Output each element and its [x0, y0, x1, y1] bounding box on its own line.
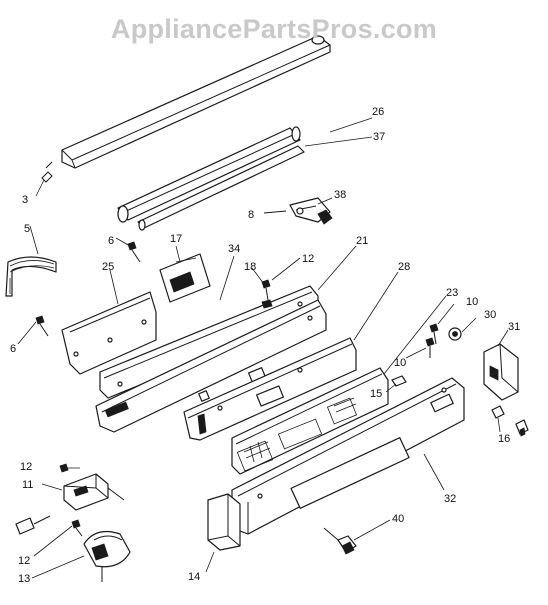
part-40-knob: [323, 527, 357, 555]
part-37-tube: [117, 126, 305, 231]
callout-30: 30: [484, 309, 496, 321]
part-11-relay: [63, 473, 125, 511]
part-25-bracket: [61, 291, 157, 375]
leader-lines: [17, 117, 509, 579]
callout-17: 17: [170, 233, 182, 245]
part-26-top-cover: [61, 35, 331, 169]
callout-8: 8: [248, 209, 254, 221]
callout-3: 3: [22, 194, 28, 206]
callout-40: 40: [392, 513, 404, 525]
part-3-clip: [41, 161, 53, 183]
part-28-display-panel: [183, 337, 357, 441]
callout-23: 23: [446, 287, 458, 299]
part-17-board: [159, 253, 211, 303]
callout-16: 16: [498, 433, 510, 445]
callout-26: 26: [372, 106, 384, 118]
callout-37: 37: [373, 131, 385, 143]
watermark: AppliancePartsPros.com: [110, 14, 438, 44]
callout-12c: 12: [18, 555, 30, 567]
callout-13: 13: [18, 573, 30, 585]
callout-28: 28: [398, 261, 410, 273]
part-5-harness: [5, 256, 57, 297]
callout-labels: 26 37 3 38 8 5 6 17 34 21 25 18 12 28 23…: [10, 106, 520, 585]
part-13-timer: [83, 531, 131, 582]
callout-10a: 10: [466, 296, 478, 308]
part-6-screws: [35, 241, 141, 337]
callout-10b: 10: [394, 357, 406, 369]
callout-6b: 6: [10, 343, 16, 355]
callout-5: 5: [24, 223, 30, 235]
part-16-knobs: [491, 405, 529, 437]
callout-34: 34: [228, 243, 240, 255]
callout-12a: 12: [302, 253, 314, 265]
part-21-bracket: [95, 299, 327, 433]
callout-14: 14: [188, 571, 200, 583]
callout-12b: 12: [20, 461, 32, 473]
part-10-screws: [425, 323, 439, 358]
part-30-knob: [448, 327, 462, 341]
part-31-bracket: [483, 343, 519, 401]
keypad-grid: [236, 397, 358, 472]
callout-31: 31: [508, 321, 520, 333]
callout-15: 15: [370, 388, 382, 400]
callout-18: 18: [244, 261, 256, 273]
callout-11: 11: [22, 479, 33, 491]
part-15-clip: [391, 375, 407, 387]
part-connector: [15, 515, 51, 535]
callout-6a: 6: [108, 235, 114, 247]
part-23-keypad: [231, 367, 389, 475]
part-14-endcap: [207, 493, 241, 551]
part-12-screws: [59, 463, 83, 537]
part-38-switch: [263, 197, 333, 225]
callout-38: 38: [334, 189, 346, 201]
part-18-screw: [261, 279, 273, 309]
part-32-console: [231, 377, 465, 535]
callout-21: 21: [356, 235, 368, 247]
callout-32: 32: [444, 493, 456, 505]
callout-25: 25: [102, 261, 114, 273]
